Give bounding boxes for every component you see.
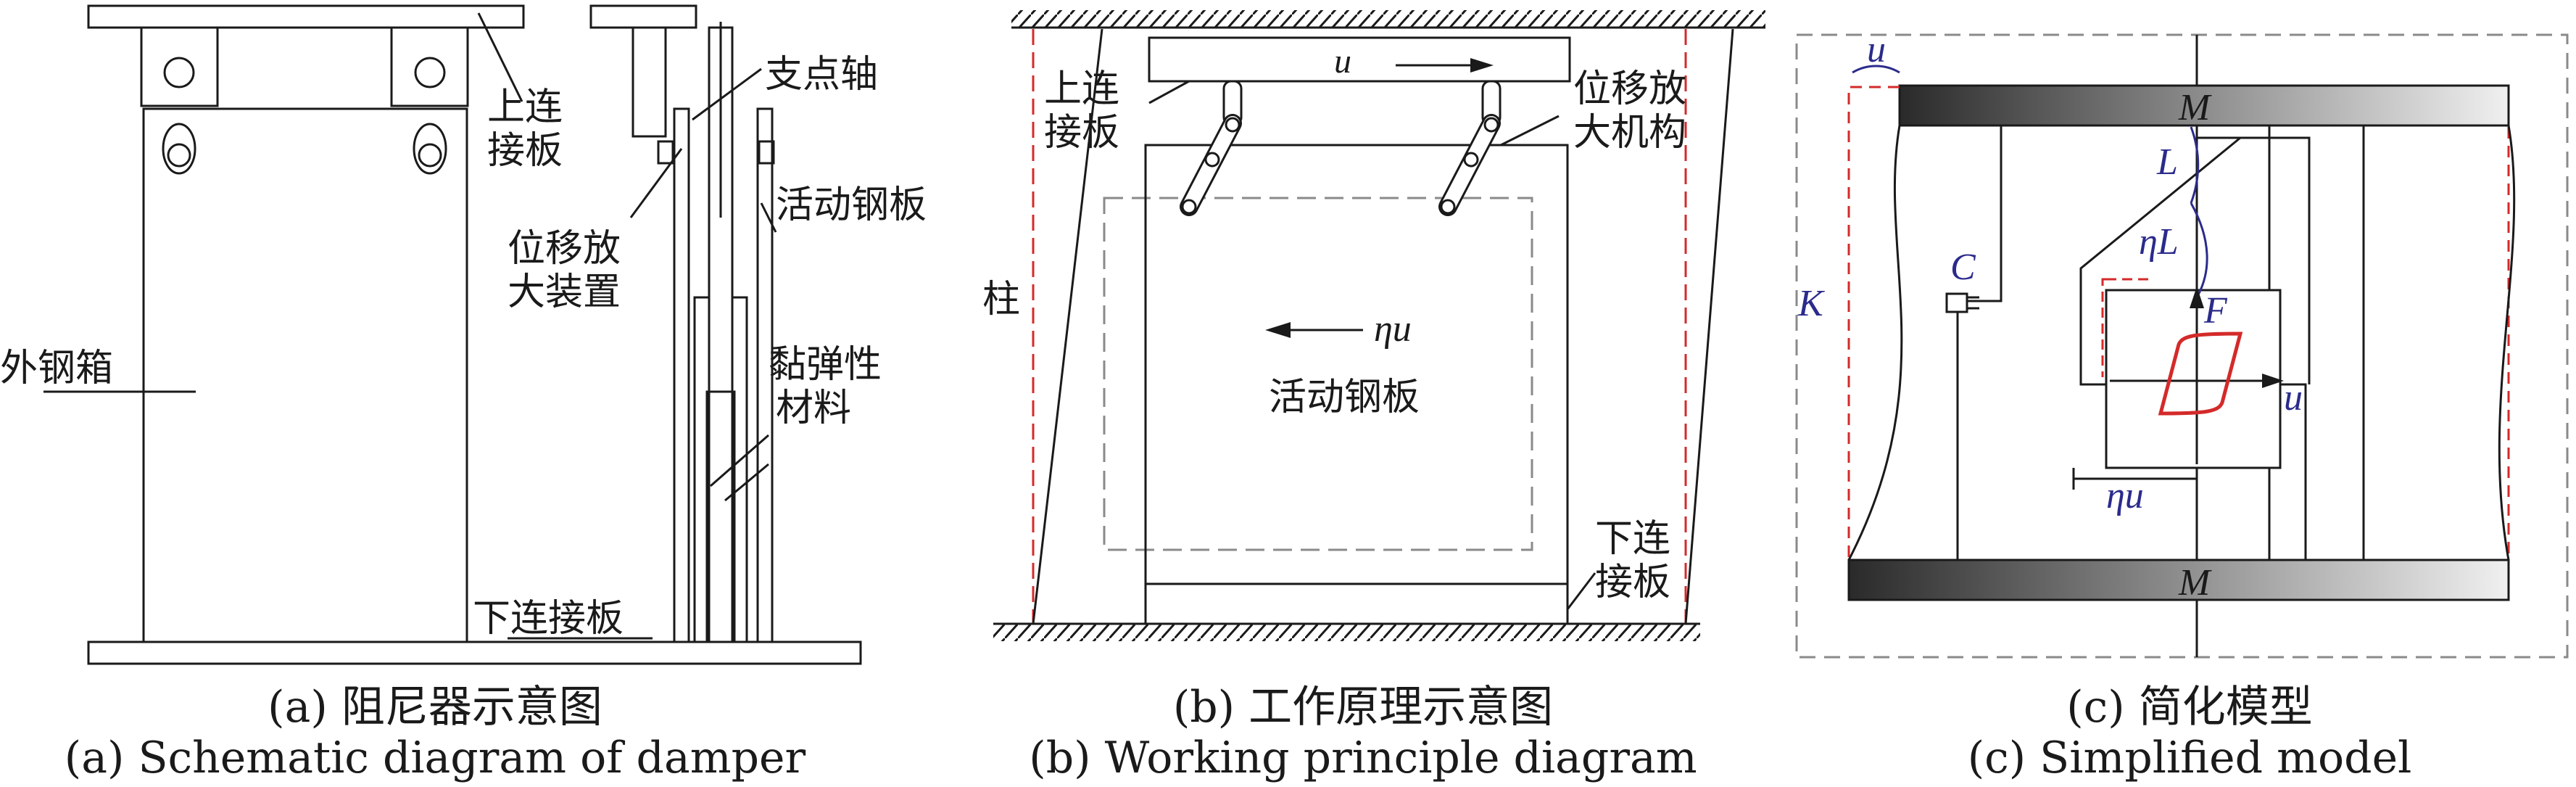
label-column: 柱 [982, 278, 1020, 321]
label-pivot-axis: 支点轴 [765, 53, 878, 96]
label-top-plate-l2: 接板 [487, 129, 563, 173]
label-bottom-plate: 下连接板 [473, 597, 624, 640]
F-arrow [2190, 287, 2204, 308]
hinge-hole-right [414, 57, 446, 88]
label-movable-plate: 活动钢板 [776, 184, 927, 227]
arrow-u [1470, 58, 1494, 73]
arc-L [2190, 126, 2200, 204]
mass-bottom [1847, 559, 2510, 601]
model-boundary [1795, 33, 2569, 659]
panel-b-principle [993, 10, 1765, 641]
arc-eta-L [2190, 202, 2208, 298]
caption-a-en: (a) Schematic diagram of damper [65, 733, 806, 783]
label-eta-L: ηL [2139, 221, 2179, 263]
caption-c-en: (c) Simplified model [1968, 733, 2412, 783]
frame-original-outline [1847, 86, 1900, 559]
u-arrow [2262, 374, 2284, 388]
hinge-hole-left [163, 57, 195, 88]
panel-a-damper [44, 4, 862, 665]
label-u-c-top: u [1867, 29, 1886, 70]
label-L: L [2156, 141, 2178, 183]
label-bottom-b-l2: 接板 [1595, 561, 1670, 604]
label-C: C [1950, 247, 1976, 288]
column-deformed-left [1032, 28, 1103, 625]
label-bottom-b-l1: 下连 [1595, 517, 1670, 561]
column-spring-left [1847, 125, 1903, 561]
panel-b-labels: u 上连 接板 位移放 大机构 柱 ηu 活动钢板 下连 接板 [982, 42, 1686, 604]
panel-c-labels: u M L ηL C K F u ηu M [1797, 29, 2303, 603]
label-K: K [1797, 283, 1825, 324]
label-outer-box: 外钢箱 [0, 347, 113, 390]
label-eta-u: ηu [1374, 308, 1412, 350]
movable-plate-original [1103, 197, 1533, 551]
label-top-plate-l1: 上连 [487, 86, 563, 129]
label-top-plate-b-l2: 接板 [1044, 111, 1119, 154]
label-amplifier-l2: 大装置 [508, 271, 621, 314]
ceiling-hatch [1011, 10, 1765, 28]
hysteresis-loop [2158, 331, 2243, 416]
label-u-top: u [1334, 42, 1351, 81]
panel-a-labels: 上连 接板 支点轴 位移放 大装置 活动钢板 外钢箱 黏弹性 材料 下连接板 [0, 53, 927, 640]
hinge-block-left [140, 26, 219, 107]
label-visco-l2: 材料 [776, 387, 851, 430]
caption-b-cn: (b) 工作原理示意图 [1173, 682, 1553, 733]
damper-c [1945, 292, 1968, 313]
caption-a-cn: (a) 阻尼器示意图 [268, 682, 602, 733]
label-movable-plate-b: 活动钢板 [1269, 376, 1420, 419]
panel-c-model [1795, 33, 2569, 659]
arc-u-top [1852, 65, 1900, 74]
side-outer-right [756, 107, 774, 643]
side-outer-left [673, 107, 690, 643]
hysteresis-box [2105, 289, 2282, 469]
ground-hatch [993, 624, 1700, 641]
panel-c-annotations [1852, 65, 2284, 388]
hinge-block-right [390, 26, 469, 107]
top-plate [87, 4, 525, 29]
frame-box [1144, 144, 1569, 625]
outer-box-front [142, 107, 468, 643]
label-u-axis: u [2284, 377, 2303, 419]
bottom-plate [87, 640, 862, 665]
top-plate-side [589, 4, 697, 29]
label-F: F [2203, 290, 2228, 331]
label-visco-l1: 黏弹性 [769, 343, 882, 387]
caption-c-cn: (c) 简化模型 [2066, 682, 2313, 733]
panel-b-arrows [1265, 58, 1494, 338]
upper-connection-plate [1148, 36, 1571, 83]
label-mech-l2: 大机构 [1573, 111, 1686, 154]
mass-top [1898, 84, 2510, 127]
label-mech-l1: 位移放 [1573, 67, 1686, 111]
side-inner-top [631, 26, 667, 138]
label-amplifier-l1: 位移放 [508, 227, 621, 271]
caption-b-en: (b) Working principle diagram [1029, 733, 1697, 783]
slot-right [413, 123, 447, 175]
side-pivot-right [758, 140, 775, 165]
side-pivot-left [657, 140, 674, 165]
label-top-plate-b-l1: 上连 [1044, 67, 1119, 111]
arrow-eta-u [1265, 322, 1291, 338]
slot-left [162, 123, 196, 175]
label-eta-u: ηu [2106, 475, 2144, 516]
column-spring-right [2498, 125, 2516, 561]
side-visco-left [693, 296, 711, 643]
side-visco-right [731, 296, 748, 643]
label-mass-bottom: M [2178, 562, 2212, 603]
label-mass-top: M [2178, 87, 2212, 128]
column-deformed-right [1684, 28, 1734, 625]
